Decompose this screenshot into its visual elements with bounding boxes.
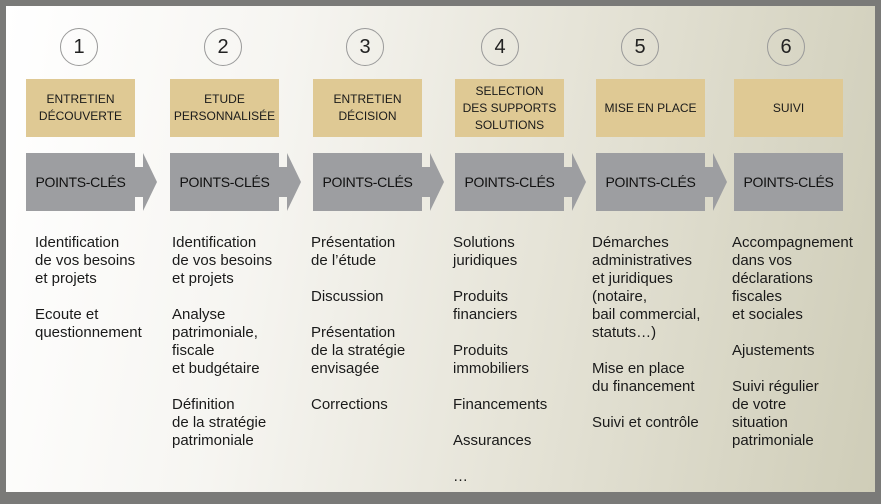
step-number-circle: 2 [204,28,242,66]
process-diagram: 1Entretien DécouvertePoints-clésIdentifi… [6,6,875,492]
points-cles-box: Points-clés [170,153,279,211]
key-point-item: Démarches administratives et juridiques … [592,234,701,341]
arrow-right-icon [713,153,727,211]
step-title: Suivi [772,100,805,115]
step-column-6: 6SuiviPoints-clésAccompagnement dans vos… [6,6,875,492]
step-title: Entretien décision [333,92,402,123]
step-title-box: Selection des supports solutions [455,79,564,137]
arrow-stem [564,167,572,197]
points-cles-box: Points-clés [26,153,135,211]
key-point-item: Produits immobiliers [453,342,529,377]
points-cles-label: Points-clés [35,174,126,190]
key-point-item: Ajustements [732,342,815,359]
step-title: Etude personnalisée [173,92,276,123]
points-cles-label: Points-clés [464,174,555,190]
key-points-list: Accompagnement dans vos déclarations fis… [732,234,872,468]
key-point-item: Présentation de l’étude [311,234,396,269]
step-number-circle: 6 [767,28,805,66]
step-title-box: Suivi [734,79,843,137]
key-point-item: Solutions juridiques [453,234,518,269]
key-point-item: Définition de la stratégie patrimoniale [172,396,267,449]
points-cles-box: Points-clés [596,153,705,211]
arrow-stem [705,167,713,197]
step-title-box: Mise en place [596,79,705,137]
step-title: Entretien Découverte [38,92,123,123]
points-cles-box: Points-clés [313,153,422,211]
step-column-1: 1Entretien DécouvertePoints-clésIdentifi… [6,6,875,492]
step-number-circle: 1 [60,28,98,66]
key-point-item: Présentation de la stratégie envisagée [311,324,406,377]
step-title: Mise en place [604,100,697,115]
step-title: Selection des supports solutions [462,83,557,132]
key-points-list: Identification de vos besoins et projets… [172,234,312,468]
arrow-right-icon [430,153,444,211]
step-column-4: 4Selection des supports solutionsPoints-… [6,6,875,492]
key-point-item: Identification de vos besoins et projets [35,234,136,287]
step-column-2: 2Etude personnaliséePoints-clésIdentific… [6,6,875,492]
key-points-list: Démarches administratives et juridiques … [592,234,732,450]
key-point-item: Discussion [311,288,384,305]
step-number-circle: 3 [346,28,384,66]
key-point-item: Financements [453,396,548,413]
key-point-item: Accompagnement dans vos déclarations fis… [732,234,853,323]
arrow-stem [279,167,287,197]
step-column-5: 5Mise en placePoints-clésDémarches admin… [6,6,875,492]
step-title-box: Etude personnalisée [170,79,279,137]
key-points-list: Identification de vos besoins et projets… [35,234,175,360]
step-number-circle: 4 [481,28,519,66]
key-point-item: Identification de vos besoins et projets [172,234,273,287]
key-point-item: Corrections [311,396,388,413]
points-cles-box: Points-clés [734,153,843,211]
key-point-item: Produits financiers [453,288,518,323]
key-point-item: Mise en place du financement [592,360,695,395]
step-column-3: 3Entretien décisionPoints-clésPrésentati… [6,6,875,492]
arrow-right-icon [143,153,157,211]
points-cles-label: Points-clés [743,174,834,190]
key-point-item: Ecoute et questionnement [35,306,142,341]
key-point-item: Analyse patrimoniale, fiscale et budgéta… [172,306,260,377]
key-point-item: … [453,468,468,485]
points-cles-box: Points-clés [455,153,564,211]
step-title-box: Entretien décision [313,79,422,137]
arrow-right-icon [287,153,301,211]
step-number-circle: 5 [621,28,659,66]
key-point-item: Assurances [453,432,532,449]
key-point-item: Suivi régulier de votre situation patrim… [732,378,819,449]
arrow-stem [422,167,430,197]
points-cles-label: Points-clés [605,174,696,190]
points-cles-label: Points-clés [179,174,270,190]
key-point-item: Suivi et contrôle [592,414,699,431]
points-cles-label: Points-clés [322,174,413,190]
arrow-stem [135,167,143,197]
arrow-right-icon [572,153,586,211]
step-title-box: Entretien Découverte [26,79,135,137]
